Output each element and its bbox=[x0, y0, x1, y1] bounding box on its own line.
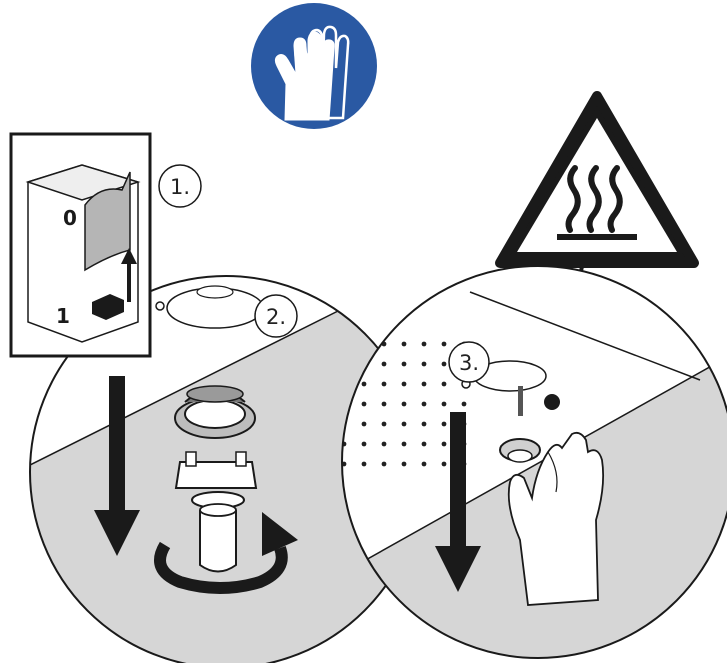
step3-badge: 3. bbox=[449, 342, 489, 382]
hot-surface-warning-icon bbox=[500, 96, 694, 263]
step2-badge: 2. bbox=[255, 295, 297, 337]
step3-label: 3. bbox=[459, 351, 479, 375]
protective-gloves-mandatory-icon bbox=[251, 3, 377, 129]
power-switch-icon: 0 1 bbox=[28, 165, 138, 342]
switch-on-label: 1 bbox=[56, 304, 70, 328]
switch-off-label: 0 bbox=[63, 206, 77, 230]
step1-label: 1. bbox=[170, 175, 190, 199]
sealing-ring bbox=[175, 386, 255, 438]
nozzle-part bbox=[500, 439, 540, 462]
step3-detail-circle: 3. bbox=[330, 266, 727, 663]
step1-badge: 1. bbox=[159, 165, 201, 207]
step2-label: 2. bbox=[266, 305, 286, 329]
